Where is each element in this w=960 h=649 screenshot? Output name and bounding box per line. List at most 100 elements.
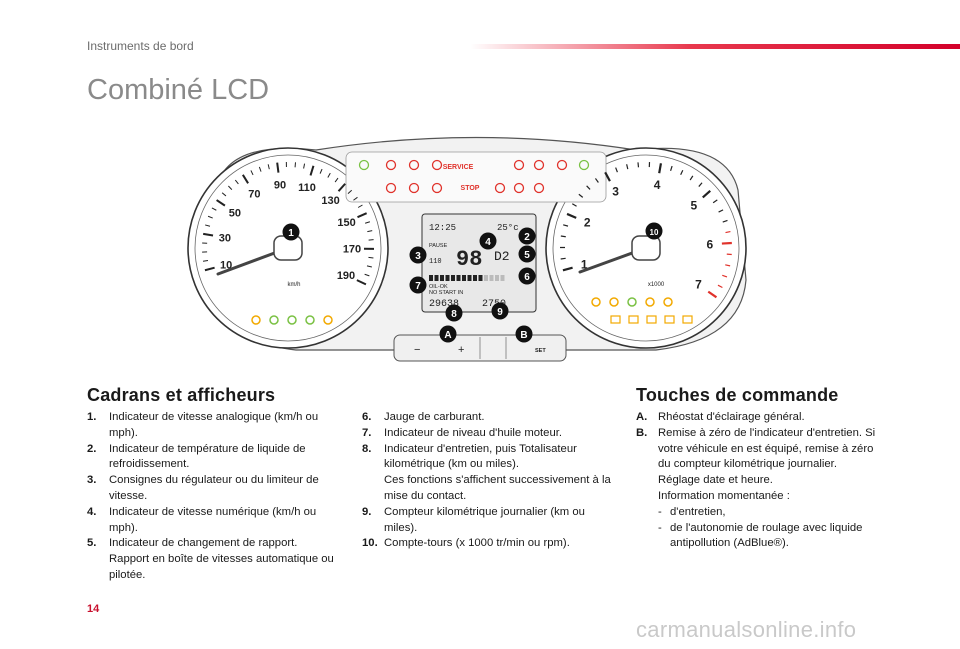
list-item: 5.Indicateur de changement de rapport. R…	[87, 536, 337, 583]
rpm-tick	[566, 212, 577, 219]
lcd-digital-speed: 98	[456, 247, 482, 272]
speed-tick	[205, 224, 211, 227]
rpm-tick	[725, 264, 731, 267]
callout-label: 2	[524, 232, 530, 243]
fuel-gauge-segment	[467, 275, 472, 281]
warning-stop: STOP	[461, 185, 480, 192]
warning-lamp-icon	[578, 159, 590, 171]
callout-badge	[282, 223, 300, 241]
speed-tick	[228, 185, 233, 190]
warning-lamp-icon	[358, 159, 370, 171]
callout-label: 8	[451, 309, 457, 320]
instrument-cluster-illustration: SERVICE STOP 12:25 25°c PAUSE 110 98 D2 …	[186, 130, 766, 365]
speed-tick	[337, 183, 346, 192]
speed-tick	[334, 177, 339, 183]
item-extra-text: Information momentanée :	[658, 489, 790, 502]
speed-tick	[367, 230, 373, 233]
list-item: B. Remise à zéro de l'indicateur d'entret…	[636, 426, 886, 552]
rpm-tick	[718, 209, 724, 213]
rpm-tick	[689, 175, 694, 181]
rpm-tick	[707, 290, 718, 299]
rpm-tick	[658, 163, 663, 174]
indicator-lamp-icon	[287, 315, 297, 325]
fuel-gauge-segment	[434, 275, 439, 281]
speed-tick-label: 130	[321, 195, 339, 207]
rpm-tick-label: 4	[654, 178, 661, 192]
speed-tick	[364, 273, 370, 277]
speed-tick	[211, 207, 217, 211]
rpm-tick	[586, 185, 591, 190]
warning-lamp-icon	[385, 159, 397, 171]
speed-tick	[347, 189, 353, 194]
warning-lamp-icon	[533, 159, 545, 171]
lcd-no-start: NO START IN	[429, 290, 463, 296]
callout-label: 5	[524, 250, 530, 261]
speed-tick	[276, 162, 280, 173]
speed-tick	[203, 232, 214, 237]
callout-label: 1	[288, 228, 294, 239]
item-text: Compte-tours (x 1000 tr/min ou rpm).	[384, 537, 570, 550]
warning-service: SERVICE	[443, 164, 474, 171]
fuel-gauge-segment	[484, 275, 488, 281]
list-item: 1. Indicateur de vitesse analogique (km/h…	[87, 410, 337, 442]
lcd-trip: 2750	[482, 299, 506, 310]
item-number: 1.	[87, 411, 97, 423]
list-controls: A.Rhéostat d'éclairage général. B.Remise…	[636, 410, 886, 552]
callout-label: 7	[415, 281, 421, 292]
callout-badge	[439, 325, 457, 343]
speed-tick	[242, 174, 249, 184]
item-number: 3.	[87, 474, 97, 487]
speed-tick-label: 190	[337, 270, 355, 282]
callout-label: 4	[485, 237, 491, 248]
rpm-tick-label: 7	[695, 278, 702, 292]
section-title-displays: Cadrans et afficheurs	[87, 385, 276, 405]
item-text: Remise à zéro de l'indicateur d'entretie…	[658, 426, 876, 471]
item-number: B.	[636, 426, 648, 439]
warning-lamp-icon	[513, 182, 525, 194]
rpm-tick	[722, 274, 728, 278]
speed-tick	[309, 165, 315, 176]
rpm-tick	[560, 257, 566, 260]
indicator-lamp-icon	[591, 297, 601, 307]
speed-tick-label: 110	[298, 182, 316, 194]
speed-tick	[319, 168, 323, 174]
speed-tick	[368, 256, 374, 259]
item-text: Indicateur de vitesse analogique (km/h o…	[109, 411, 319, 439]
warning-panel	[345, 151, 607, 203]
lcd-pause: PAUSE	[429, 243, 448, 249]
list-item: 2.Indicateur de température de liquide d…	[87, 442, 337, 474]
item-number: 6.	[362, 411, 372, 423]
speed-tick	[356, 279, 367, 286]
fuel-gauge-segment	[429, 275, 433, 281]
rpm-tick	[725, 231, 731, 234]
button-plus: +	[458, 344, 464, 356]
rpm-tick	[717, 284, 723, 289]
section-title-controls: Touches de commande	[636, 385, 839, 405]
indicator-lamp-icon	[610, 315, 621, 324]
rpm-tick-label: 1	[581, 258, 588, 272]
lcd-gear: D2	[494, 249, 510, 264]
callout-label: 10	[650, 228, 659, 237]
list-item: 10.Compte-tours (x 1000 tr/min ou rpm).	[362, 536, 618, 552]
rpm-tick	[594, 178, 599, 183]
speed-tick	[250, 170, 254, 176]
lcd-oil-ok: OIL-OK	[429, 284, 448, 290]
item-text: Compteur kilométrique journalier (km ou …	[384, 505, 585, 534]
callout-badge	[491, 302, 509, 320]
fuel-gauge-segment	[451, 275, 455, 281]
indicator-lamp-icon	[663, 297, 673, 307]
indicator-lamp-icon	[682, 315, 693, 324]
item-number: 7.	[362, 426, 372, 439]
speed-tick-label: 30	[219, 232, 231, 244]
speed-tick	[327, 172, 331, 178]
dash-text: d'entretien,	[670, 505, 726, 518]
warning-lamp-icon	[431, 159, 443, 171]
item-text: Indicateur d'entretien, puis Totalisateu…	[384, 442, 577, 471]
warning-lamp-icon	[385, 182, 397, 194]
list-displays-mid: 6.Jauge de carburant. 7.Indicateur de ni…	[362, 410, 618, 552]
header-rule	[470, 44, 960, 49]
speed-tick	[366, 265, 372, 268]
rpm-tick	[562, 266, 573, 272]
callout-label: 3	[415, 251, 421, 262]
